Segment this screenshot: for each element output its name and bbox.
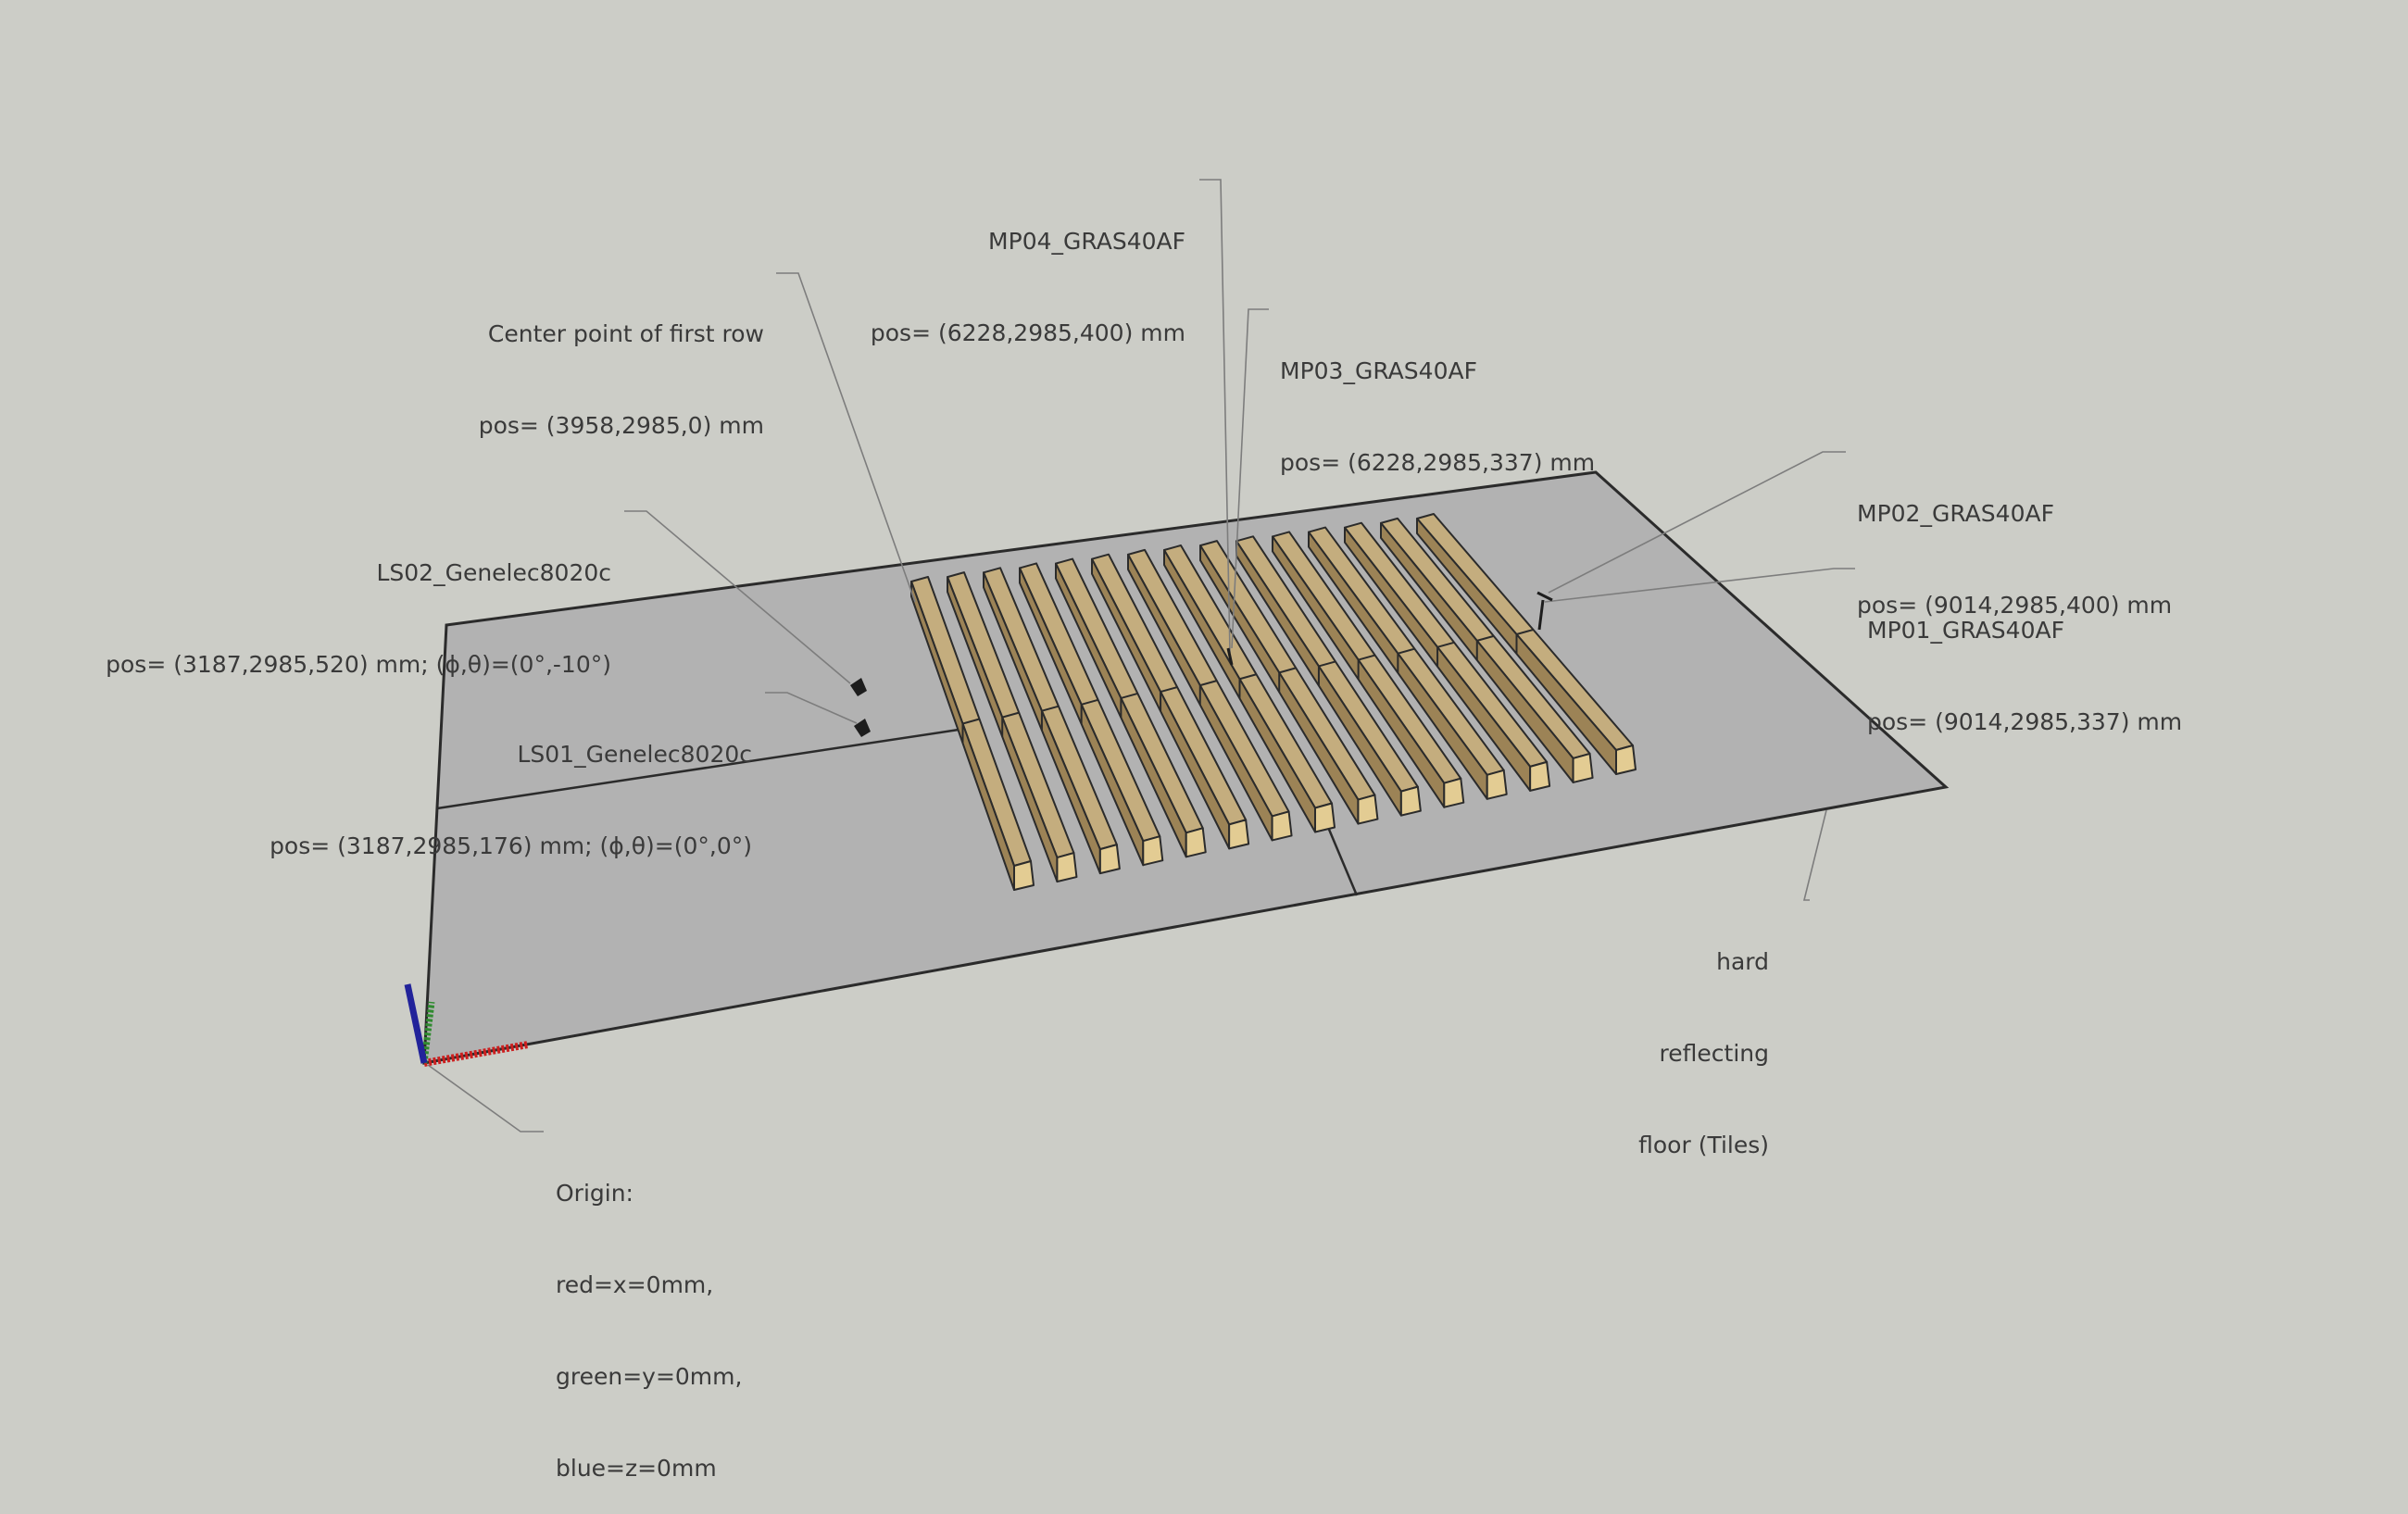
leader-lines [427, 179, 1855, 1132]
axes-icon [404, 983, 529, 1067]
slat-joint [1001, 711, 1020, 719]
label-floor-line1: hard [1716, 948, 1769, 975]
slat-end [1443, 777, 1465, 808]
label-ls01: LS01_Genelec8020c pos= (3187,2985,176) m… [270, 678, 752, 892]
label-floor-line3: floor (Tiles) [1638, 1132, 1769, 1158]
slat-end [1572, 752, 1594, 783]
leader-mp02 [1548, 451, 1846, 594]
slat-joint [1041, 705, 1060, 712]
leader-mp03 [1231, 308, 1269, 649]
label-ls01-name: LS01_Genelec8020c [517, 741, 752, 768]
slat-end [1486, 769, 1508, 800]
label-floor-line2: reflecting [1659, 1040, 1769, 1067]
label-mp03-name: MP03_GRAS40AF [1280, 357, 1477, 384]
floor-plane [422, 470, 1950, 1065]
label-ls02-pos: pos= (3187,2985,520) mm; (ϕ,θ)=(0°,-10°) [106, 651, 611, 678]
slat-joint [1081, 698, 1098, 706]
wooden-slat-array [910, 513, 1637, 891]
label-origin-line4: blue=z=0mm [556, 1455, 717, 1482]
label-center-point: Center point of first row pos= (3958,298… [479, 257, 764, 471]
slat-joint [1398, 647, 1415, 655]
label-mp01-pos: pos= (9014,2985,337) mm [1867, 708, 2183, 735]
slat-end [1228, 819, 1250, 850]
label-mp02-pos: pos= (9014,2985,400) mm [1857, 592, 2173, 619]
label-mp02: MP02_GRAS40AF pos= (9014,2985,400) mm [1857, 437, 2172, 651]
leader-ls02 [624, 510, 851, 684]
label-mp02-name: MP02_GRAS40AF [1857, 500, 2054, 527]
microphone-icon [1226, 591, 1553, 666]
slat-joint [1239, 673, 1257, 681]
label-mp03-pos: pos= (6228,2985,337) mm [1280, 449, 1596, 476]
slat-end [1529, 760, 1551, 792]
slat-joint [1318, 660, 1336, 668]
scene-3d-view [404, 179, 1950, 1132]
label-mp01: MP01_GRAS40AF pos= (9014,2985,337) mm [1867, 554, 2182, 768]
slat-end [1056, 852, 1078, 883]
slat-joint [1516, 629, 1534, 635]
label-ls01-pos: pos= (3187,2985,176) mm; (ϕ,θ)=(0°,0°) [270, 832, 752, 859]
label-mp03: MP03_GRAS40AF pos= (6228,2985,337) mm [1280, 294, 1595, 508]
leader-origin [427, 1064, 544, 1132]
slat-end [1185, 827, 1207, 858]
slat-end [1314, 802, 1336, 833]
slat-end [1142, 835, 1164, 867]
label-mp04: MP04_GRAS40AF pos= (6228,2985,400) mm [871, 165, 1185, 379]
label-mp01-name: MP01_GRAS40AF [1867, 617, 2064, 644]
leader-ls01 [765, 692, 858, 724]
label-ls02: LS02_Genelec8020c pos= (3187,2985,520) m… [106, 496, 611, 710]
label-floor: hard reflecting floor (Tiles) [1638, 885, 1769, 1191]
speaker-icon [850, 678, 871, 737]
label-mp04-name: MP04_GRAS40AF [988, 228, 1185, 255]
slat-joint [1436, 641, 1455, 648]
slat-joint [1160, 686, 1178, 693]
slat-end [1357, 794, 1379, 825]
slat-joint [1476, 634, 1495, 642]
leader-floor [1802, 809, 1827, 901]
label-origin-line2: red=x=0mm, [556, 1271, 714, 1298]
slat-end [1013, 860, 1035, 891]
slat-end [1615, 744, 1637, 775]
leader-mp01 [1544, 568, 1855, 603]
slat-joint [1278, 667, 1297, 674]
slat-joint [962, 718, 980, 725]
label-origin-line3: green=y=0mm, [556, 1363, 743, 1390]
leader-mp04 [1199, 179, 1231, 654]
label-mp04-pos: pos= (6228,2985,400) mm [870, 319, 1185, 346]
label-center-pos: pos= (3958,2985,0) mm [478, 412, 764, 439]
label-center-name: Center point of first row [487, 320, 764, 347]
slat-end [1271, 810, 1293, 842]
slat-end [1399, 785, 1422, 817]
slat-joint [1199, 680, 1218, 687]
floor-seam-horizontal [436, 728, 959, 810]
leader-center [776, 272, 916, 603]
label-origin: Origin: red=x=0mm, green=y=0mm, blue=z=0… [556, 1117, 742, 1514]
slat-joint [1358, 654, 1375, 661]
label-origin-line1: Origin: [556, 1180, 633, 1207]
slat-joint [1121, 692, 1138, 699]
label-ls02-name: LS02_Genelec8020c [376, 559, 611, 586]
slat-end [1098, 844, 1121, 875]
